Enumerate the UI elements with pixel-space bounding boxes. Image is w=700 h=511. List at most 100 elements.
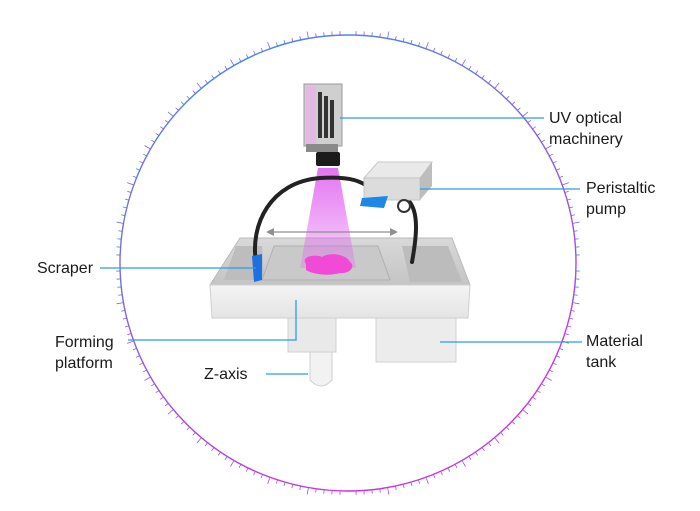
ring-tick: [180, 421, 185, 425]
ring-tick: [122, 206, 127, 209]
ring-tick: [127, 190, 132, 193]
ring-tick: [267, 42, 271, 49]
ring-tick: [175, 415, 179, 419]
pump-clip: [360, 196, 388, 208]
label-material-tank: Material tank: [586, 331, 643, 373]
ring-tick: [418, 42, 421, 47]
leader-forming: [128, 300, 297, 341]
label-tank-line1: Material: [586, 333, 643, 350]
ring-tick: [564, 190, 569, 193]
ring-tick: [536, 132, 541, 136]
ring-tick: [425, 42, 429, 49]
ring-tick: [418, 479, 421, 484]
ring-tick: [142, 153, 147, 157]
ring-tick: [127, 182, 134, 186]
ring-tick: [127, 340, 134, 344]
ring-tick: [230, 460, 235, 467]
ring-tick: [567, 198, 572, 201]
ring-tick: [151, 383, 155, 387]
ring-tick: [180, 101, 185, 105]
ring-tick: [118, 230, 123, 232]
ring-tick: [291, 484, 294, 489]
ring-tick: [522, 111, 529, 117]
ring-tick: [196, 82, 202, 89]
label-peristaltic-pump: Peristaltic pump: [586, 178, 655, 220]
ring-tick: [142, 369, 147, 373]
tray-front: [209, 284, 471, 319]
ring-tick: [155, 132, 160, 136]
ring-tick: [283, 39, 286, 44]
ring-tick: [167, 111, 174, 117]
ring-tick: [127, 333, 132, 336]
ring-tick: [238, 464, 242, 469]
ring-tick: [132, 175, 137, 178]
ring-tick: [395, 35, 397, 41]
ring-tick: [454, 464, 458, 469]
ring-tick: [196, 437, 202, 444]
ring-tick: [447, 467, 451, 472]
ring-tick: [204, 442, 208, 447]
ring-tick: [267, 477, 271, 484]
leader-lines: [100, 117, 582, 375]
ring-tick: [468, 456, 472, 460]
ring-tick: [541, 383, 545, 387]
ring-tick: [454, 57, 458, 62]
ring-tick: [260, 47, 263, 52]
ring-tick: [139, 362, 144, 366]
ring-tick: [122, 317, 127, 320]
ring-tick: [217, 70, 221, 75]
label-forming-line2: platform: [55, 355, 113, 372]
ring-tick: [494, 82, 500, 89]
ring-tick: [541, 139, 545, 143]
ring-tick: [160, 126, 164, 130]
ring-tick: [116, 221, 124, 224]
ring-tick: [532, 126, 536, 130]
ring-tick: [299, 485, 301, 491]
ring-tick: [532, 396, 536, 400]
ring-tick: [164, 119, 169, 123]
ring-tick: [120, 214, 126, 216]
ring-tick: [559, 348, 564, 351]
ring-tick: [306, 31, 309, 39]
label-scraper: Scraper: [37, 258, 93, 279]
ring-tick: [135, 355, 140, 358]
ring-tick: [488, 79, 492, 84]
ring-tick: [315, 33, 317, 38]
ring-tick: [527, 403, 532, 407]
ring-tick: [116, 302, 124, 305]
ring-tick: [500, 432, 504, 436]
ring-tick: [494, 437, 500, 444]
ring-tick: [545, 145, 552, 150]
ring-tick: [211, 75, 215, 79]
ring-tick: [299, 35, 301, 41]
ring-tick: [440, 471, 443, 476]
ring-tick: [559, 175, 564, 178]
label-scraper-line1: Scraper: [37, 260, 94, 277]
ring-tick: [118, 294, 123, 296]
ring-tick: [186, 95, 190, 100]
ring-tick: [315, 488, 317, 493]
ring-tick: [475, 70, 479, 75]
ring-tick: [291, 37, 294, 42]
ring-tick: [481, 75, 485, 79]
label-pump-line2: pump: [586, 201, 627, 218]
ring-tick: [475, 451, 479, 456]
ring-tick: [440, 50, 443, 55]
ring-tick: [275, 42, 278, 47]
ring-tick: [511, 101, 516, 105]
ring-tick: [151, 139, 155, 143]
label-uv-optical-machinery: UV optical machinery: [549, 108, 623, 150]
ring-tick: [461, 460, 466, 467]
ring-tick: [260, 474, 263, 479]
ring-tick: [511, 421, 516, 425]
ring-tick: [224, 66, 228, 70]
scraper-travel-arrow: [266, 228, 398, 236]
ring-tick: [306, 487, 309, 495]
ring-tick: [275, 479, 278, 484]
ring-tick: [433, 474, 436, 479]
ring-tick: [238, 57, 242, 62]
ring-tick: [552, 160, 557, 164]
ring-tick: [144, 376, 151, 381]
label-z-axis: Z-axis: [204, 364, 248, 385]
